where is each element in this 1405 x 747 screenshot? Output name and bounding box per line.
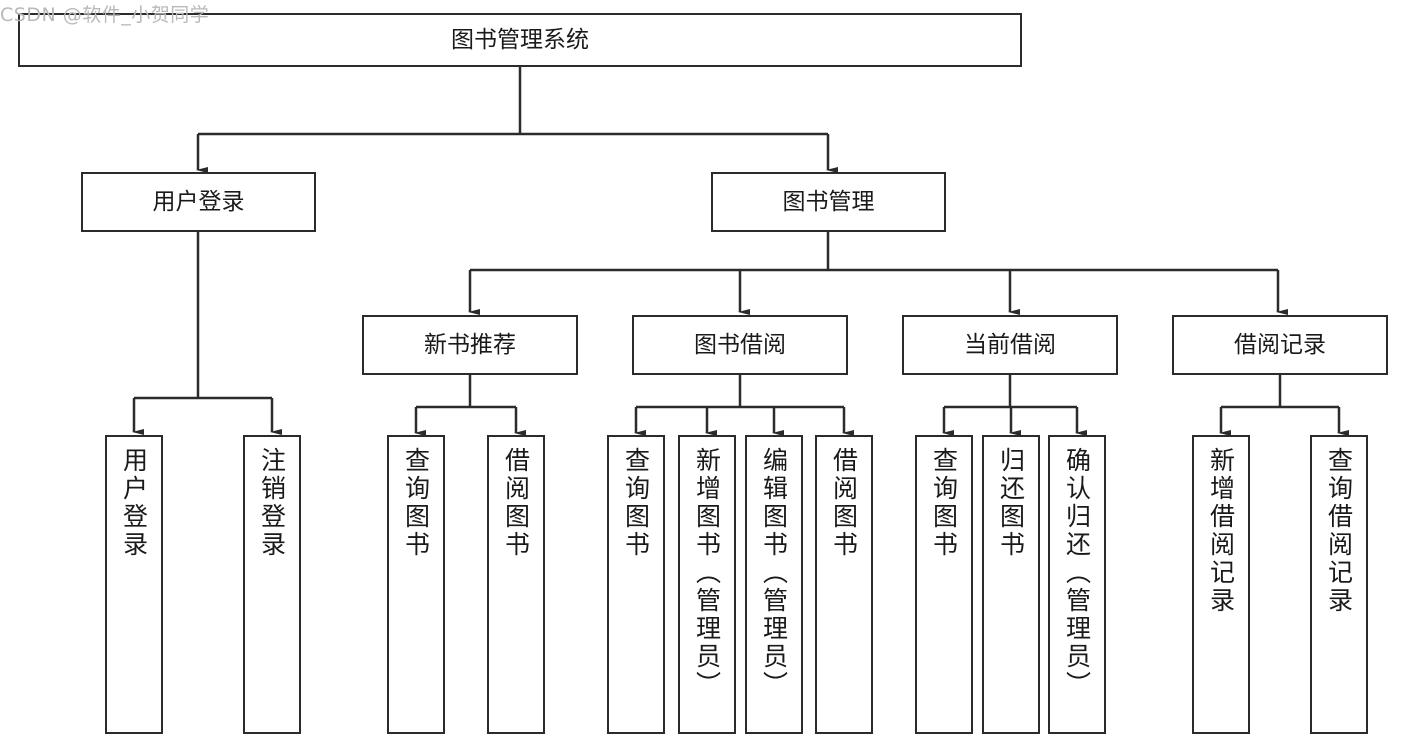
watermark-label: CSDN @软件_小贺同学 xyxy=(0,4,210,26)
node-leaf-query-borrow-record[interactable]: 查询借阅记录 xyxy=(1310,435,1368,734)
node-leaf-borrow-book-1[interactable]: 借阅图书 xyxy=(487,435,545,734)
node-leaf-logout-login[interactable]: 注销登录 xyxy=(243,435,301,734)
node-label-leaf-return-book: 归还图书 xyxy=(996,447,1026,559)
node-label-leaf-query-book-2: 查询图书 xyxy=(621,447,651,559)
node-label-user-login: 用户登录 xyxy=(152,188,245,215)
node-leaf-query-book-3[interactable]: 查询图书 xyxy=(915,435,973,734)
node-leaf-edit-book-admin[interactable]: 编辑图书（管理员） xyxy=(745,435,803,734)
node-leaf-return-book[interactable]: 归还图书 xyxy=(982,435,1040,734)
node-user-login[interactable]: 用户登录 xyxy=(81,172,316,232)
node-label-book-management: 图书管理 xyxy=(782,188,875,215)
node-leaf-user-login[interactable]: 用户登录 xyxy=(105,435,163,734)
node-label-leaf-confirm-return-admin: 确认归还（管理员） xyxy=(1062,447,1092,699)
node-book-management[interactable]: 图书管理 xyxy=(711,172,946,232)
node-label-leaf-add-book-admin: 新增图书（管理员） xyxy=(692,447,722,699)
node-label-leaf-logout-login: 注销登录 xyxy=(257,447,287,559)
edge-group xyxy=(132,67,1349,436)
node-label-leaf-query-book-3: 查询图书 xyxy=(929,447,959,559)
node-label-leaf-borrow-book-1: 借阅图书 xyxy=(501,447,531,559)
node-leaf-query-book-2[interactable]: 查询图书 xyxy=(607,435,665,734)
node-label-leaf-borrow-book-2: 借阅图书 xyxy=(829,447,859,559)
node-new-book-recommend[interactable]: 新书推荐 xyxy=(362,315,578,375)
node-label-leaf-edit-book-admin: 编辑图书（管理员） xyxy=(759,447,789,699)
node-current-borrow[interactable]: 当前借阅 xyxy=(902,315,1118,375)
node-label-leaf-add-borrow-record: 新增借阅记录 xyxy=(1206,447,1236,615)
node-label-borrow-record: 借阅记录 xyxy=(1234,331,1326,358)
node-leaf-add-borrow-record[interactable]: 新增借阅记录 xyxy=(1192,435,1250,734)
node-label-leaf-query-book-1: 查询图书 xyxy=(401,447,431,559)
node-borrow-record[interactable]: 借阅记录 xyxy=(1172,315,1388,375)
node-label-new-book-recommend: 新书推荐 xyxy=(424,331,516,358)
node-label-leaf-user-login: 用户登录 xyxy=(119,447,149,559)
node-book-borrow[interactable]: 图书借阅 xyxy=(632,315,848,375)
node-label-leaf-query-borrow-record: 查询借阅记录 xyxy=(1324,447,1354,615)
node-leaf-query-book-1[interactable]: 查询图书 xyxy=(387,435,445,734)
node-label-root: 图书管理系统 xyxy=(451,26,589,53)
node-label-book-borrow: 图书借阅 xyxy=(694,331,786,358)
node-label-current-borrow: 当前借阅 xyxy=(964,331,1056,358)
node-root[interactable]: 图书管理系统 xyxy=(18,13,1022,67)
node-leaf-add-book-admin[interactable]: 新增图书（管理员） xyxy=(678,435,736,734)
node-leaf-borrow-book-2[interactable]: 借阅图书 xyxy=(815,435,873,734)
node-leaf-confirm-return-admin[interactable]: 确认归还（管理员） xyxy=(1048,435,1106,734)
